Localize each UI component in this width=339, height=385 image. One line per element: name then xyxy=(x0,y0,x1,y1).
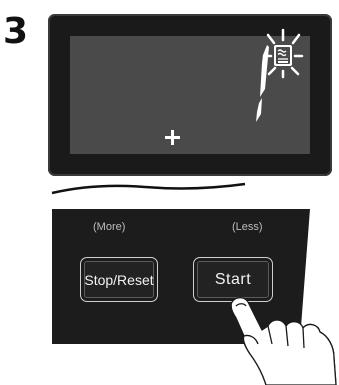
start-button[interactable]: Start xyxy=(193,257,273,302)
more-hint-label: (More) xyxy=(93,221,125,233)
less-hint-label: (Less) xyxy=(232,221,263,233)
separator-wave xyxy=(52,184,245,193)
oven-heat-icon xyxy=(274,45,292,66)
segment-digit xyxy=(256,45,269,122)
stop-reset-button[interactable]: Stop/Reset xyxy=(80,257,158,302)
